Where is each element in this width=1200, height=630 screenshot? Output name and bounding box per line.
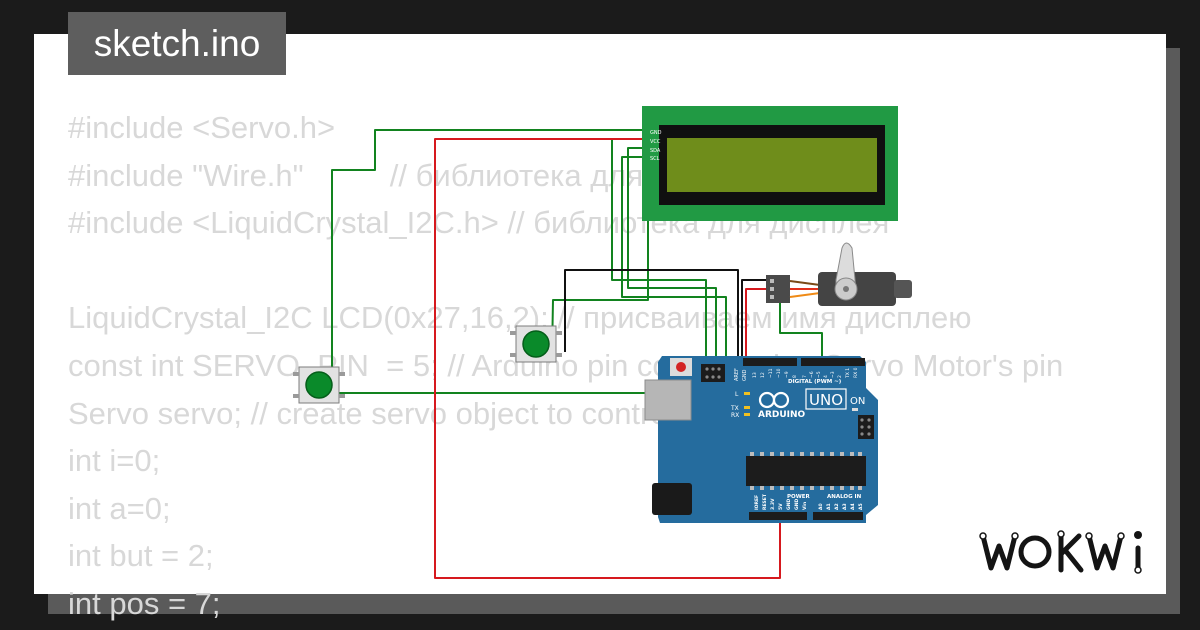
wire-green-servo-signal[interactable] [768, 297, 823, 362]
arduino-brand-label: ARDUINO [758, 410, 806, 420]
arduino-uno-board[interactable]: ARDUINO UNO ON DIGITAL (PWM ~) POWER ANA… [644, 356, 878, 523]
push-button-2[interactable] [510, 325, 562, 363]
analog-pin-label: A5 [858, 503, 864, 510]
icsp-header-2 [858, 415, 874, 439]
code-editor[interactable]: #include <Servo.h>#include "Wire.h" // б… [68, 104, 1063, 628]
digital-pin-label: 12 [760, 372, 766, 378]
lcd-pin-scl: SCL [650, 156, 660, 162]
analog-pin-label: A3 [842, 503, 848, 510]
digital-pin-label: ~3 [830, 371, 836, 378]
digital-pin-label: ~10 [776, 368, 782, 378]
wire-red-servo-vcc[interactable] [745, 288, 768, 362]
led-l-label: L [735, 391, 739, 398]
aref-label: AREF [734, 368, 740, 381]
power-pin-label: GND [794, 499, 800, 510]
digital-header-label: DIGITAL (PWM ~) [788, 379, 842, 385]
lcd-pin-gnd: GND [650, 130, 662, 136]
wire-green-lcd-scl[interactable] [621, 156, 727, 362]
file-name-badge[interactable]: sketch.ino [68, 12, 286, 75]
analog-pin-labels: A0 A1 A2 A3 A4 A5 [818, 503, 864, 510]
icsp-header [701, 364, 725, 382]
digital-pin-label: 2 [837, 375, 843, 378]
digital-pin-label: TX 1 [845, 368, 851, 379]
servo-motor[interactable] [766, 242, 912, 306]
analog-pin-label: A4 [850, 503, 856, 510]
digital-header-right[interactable] [801, 358, 865, 366]
lcd-display[interactable]: GND VCC SDA SCL [642, 106, 898, 221]
digital-pin-label: ~5 [816, 371, 822, 378]
analog-pin-label: A1 [826, 503, 832, 510]
power-pin-label: 3.3V [770, 498, 776, 510]
lcd-pin-labels: GND VCC SDA SCL [650, 130, 662, 162]
power-jack [652, 483, 692, 515]
reset-button-cap[interactable] [676, 362, 686, 372]
power-header[interactable] [749, 512, 807, 520]
wire-green-lcd-sda[interactable] [627, 147, 717, 362]
analog-pin-label: A2 [834, 503, 840, 510]
digital-pin-labels: 13 12 ~11 ~10 ~9 8 7 ~6 ~5 4 ~3 2 TX 1 R… [752, 367, 859, 379]
lcd-pin-vcc: VCC [650, 139, 661, 145]
usb-connector [644, 379, 692, 421]
code-line-11: int pos = 7; [68, 585, 221, 621]
power-header-label: POWER [787, 494, 811, 500]
code-line-1: #include <Servo.h> [68, 110, 336, 145]
power-pin-labels: IOREF RESET 3.3V 5V GND GND Vin [754, 493, 808, 510]
lcd-pin-sda: SDA [650, 148, 661, 154]
code-line-10: int but = 2; [68, 538, 214, 574]
chip-pins [750, 452, 862, 490]
code-line-3: #include <LiquidCrystal_I2C.h> // библио… [68, 205, 890, 241]
digital-pin-label: RX 0 [853, 367, 859, 378]
power-pin-label: Vin [802, 502, 808, 510]
digital-header-left[interactable] [743, 358, 797, 366]
arduino-infinity-logo-icon [758, 391, 790, 409]
power-pin-label: IOREF [754, 495, 760, 510]
power-pin-label: GND [786, 499, 792, 510]
code-line-9: int a=0; [68, 490, 171, 526]
analog-pin-label: A0 [818, 503, 824, 510]
digital-pin-label: 4 [823, 375, 829, 378]
atmega-chip [746, 456, 866, 486]
wire-green-lcd-gnd[interactable] [331, 129, 648, 372]
wire-black-button2-gnd[interactable] [564, 269, 739, 362]
analog-header[interactable] [813, 512, 863, 520]
digital-pin-label: 7 [802, 375, 808, 378]
analog-header-label: ANALOG IN [827, 494, 862, 500]
push-button-1[interactable] [293, 366, 345, 404]
digital-pin-label: ~9 [784, 371, 790, 378]
wire-black-servo-gnd[interactable] [741, 279, 768, 362]
arduino-model-label: UNO [809, 391, 843, 409]
code-card: #include <Servo.h>#include "Wire.h" // б… [34, 34, 1166, 621]
code-line-8: int i=0; [68, 443, 161, 479]
arduino-on-label: ON [850, 396, 865, 407]
led-rx-label: RX [731, 412, 739, 419]
digital-pin-label: ~6 [809, 371, 815, 378]
gnd-pin-label: GND [742, 369, 748, 381]
power-pin-label: RESET [762, 493, 768, 510]
digital-pin-label: 8 [792, 375, 798, 378]
power-pin-label: 5V [778, 503, 784, 510]
wokwi-logo [979, 530, 1142, 574]
wire-green-button2[interactable] [551, 164, 649, 356]
digital-pin-label: ~11 [768, 368, 774, 378]
led-tx-label: TX [730, 405, 739, 412]
digital-pin-label: 13 [752, 372, 758, 378]
